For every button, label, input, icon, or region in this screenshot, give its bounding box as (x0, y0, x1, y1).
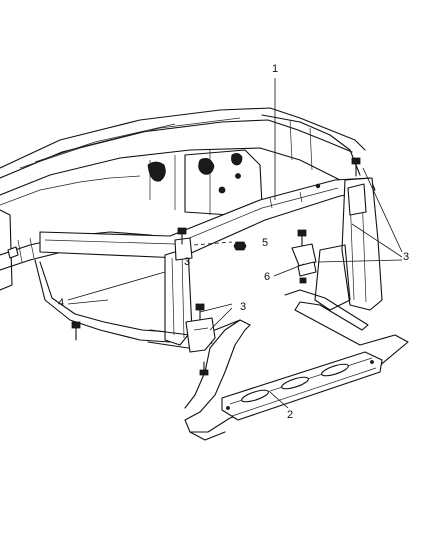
bolt-icon (199, 361, 209, 376)
fender-apron (0, 209, 176, 343)
nut-icon (233, 241, 247, 251)
bolt-icon (299, 277, 307, 284)
skid-plate-outline (184, 289, 409, 441)
callout-3: 3 (403, 251, 409, 263)
callout-4: 4 (58, 297, 64, 309)
bracket-right (291, 243, 317, 277)
callout-2: 2 (287, 409, 293, 421)
callout-5: 5 (262, 237, 268, 249)
leader-lines (67, 78, 403, 409)
radiator-support-left (164, 237, 193, 346)
bolt-icon (177, 227, 187, 245)
bolt-icon (351, 157, 361, 177)
callout-3: 3 (184, 256, 190, 268)
bolt-icon (195, 303, 205, 321)
skid-plate (221, 351, 383, 421)
callout-6: 6 (264, 271, 270, 283)
cowl-panel (0, 107, 366, 216)
callout-1: 1 (272, 63, 278, 75)
bracket-left (185, 317, 216, 353)
radiator-support-right (314, 177, 383, 311)
callout-3: 3 (240, 301, 246, 313)
radiator-support-upper (39, 177, 376, 259)
bolt-icon (297, 229, 307, 247)
bolt-icon (71, 321, 81, 341)
